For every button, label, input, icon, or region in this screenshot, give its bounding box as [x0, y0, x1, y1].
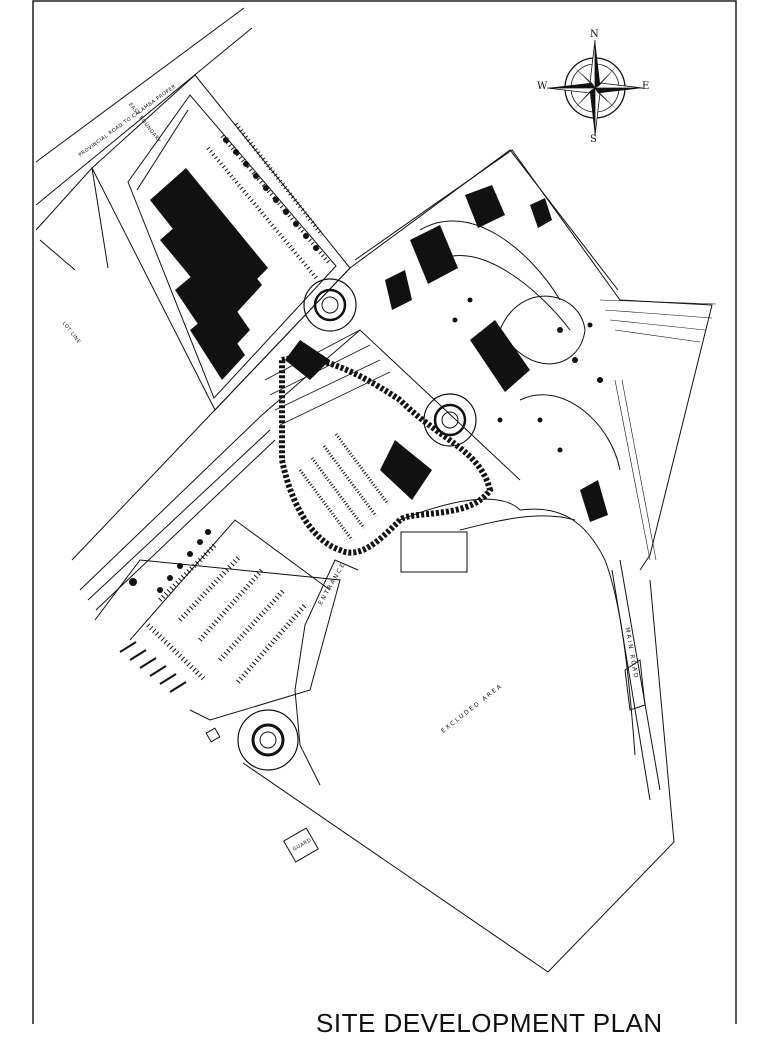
central-parking-grid — [298, 433, 390, 541]
main-road-edges — [611, 559, 661, 801]
lower-tree-row — [129, 529, 211, 593]
compass-south-label: S — [590, 134, 597, 145]
upper-parking-rows — [206, 122, 332, 282]
compass-east-label: E — [642, 81, 650, 92]
east-buildings — [385, 185, 608, 522]
ravine-hatch — [599, 299, 717, 561]
sheet-border — [32, 0, 737, 1039]
central-block — [279, 355, 494, 556]
roundabout-center — [423, 393, 477, 447]
guard-house — [283, 827, 319, 863]
upper-building-block — [150, 168, 268, 380]
lower-parking-wing — [94, 519, 341, 721]
central-buildings — [285, 340, 432, 500]
small-kiosk — [205, 727, 221, 743]
excluded-area-boundary — [242, 498, 675, 973]
compass-north-label: N — [590, 29, 599, 40]
roundabout-north — [303, 278, 357, 332]
lower-stripes — [119, 641, 187, 693]
lower-parking-rows — [146, 543, 307, 684]
excluded-area-marker — [400, 531, 468, 573]
compass-west-label: W — [537, 81, 548, 92]
compass-rose — [546, 39, 644, 137]
roundabout-south — [237, 709, 299, 771]
east-trees — [452, 297, 603, 453]
upper-tree-row — [223, 137, 319, 251]
